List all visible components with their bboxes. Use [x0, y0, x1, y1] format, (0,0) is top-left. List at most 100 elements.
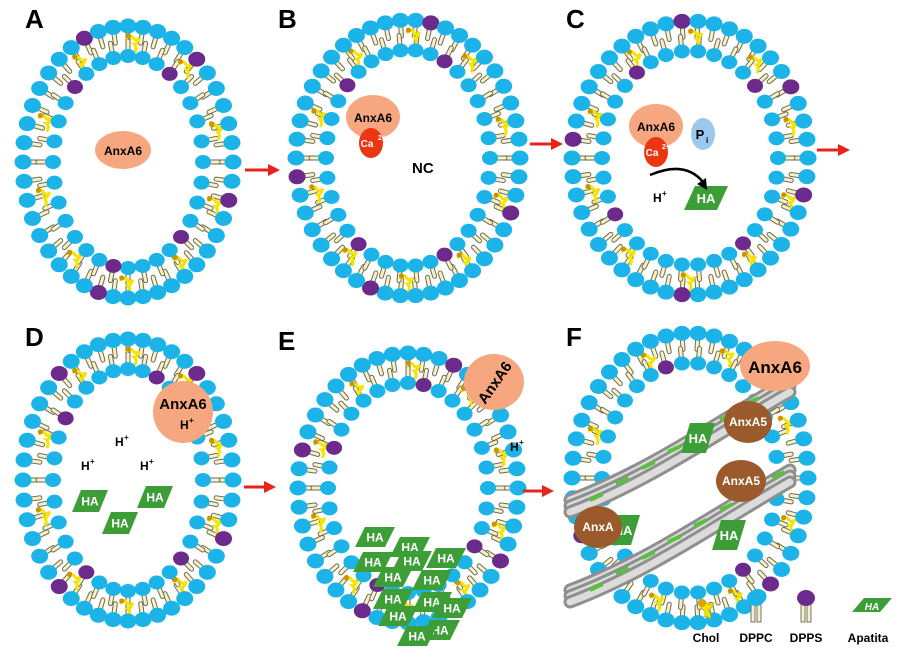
anxa5-protein-f1: AnxA5 — [724, 401, 772, 443]
svg-text:HA: HA — [437, 552, 455, 566]
svg-text:HA: HA — [689, 431, 708, 446]
svg-text:+: + — [124, 433, 129, 442]
phosphate-ion: P i — [691, 118, 715, 150]
svg-text:+: + — [662, 189, 667, 198]
svg-text:HA: HA — [403, 555, 421, 569]
svg-text:HA: HA — [697, 191, 716, 206]
svg-text:HA: HA — [423, 574, 441, 588]
svg-text:+: + — [519, 438, 524, 447]
svg-text:HA: HA — [146, 491, 164, 505]
anxa6-protein-e: AnxA6 — [464, 354, 524, 410]
vesicle-a — [14, 18, 242, 306]
svg-text:H: H — [81, 459, 90, 473]
svg-text:HA: HA — [384, 593, 402, 607]
svg-text:AnxA6: AnxA6 — [354, 111, 392, 125]
panel-label-b: B — [278, 4, 297, 34]
ha-crystal-e10: HA — [432, 598, 472, 618]
arrow-d-to-e — [244, 481, 276, 493]
legend-apatita-label: Apatita — [848, 631, 889, 645]
svg-text:i: i — [706, 136, 708, 145]
svg-text:HA: HA — [366, 531, 384, 545]
svg-text:HA: HA — [423, 596, 441, 610]
svg-text:H: H — [510, 440, 519, 454]
svg-text:AnxA6: AnxA6 — [637, 120, 675, 134]
reaction-arrow — [649, 167, 704, 183]
arrow-a-to-b — [245, 164, 280, 176]
panel-label-d: D — [25, 322, 44, 352]
ha-crystal-e5: HA — [426, 548, 466, 568]
legend-dppc-icon — [747, 590, 765, 623]
svg-text:P: P — [696, 127, 705, 142]
svg-text:HA: HA — [389, 610, 407, 624]
ha-crystal-d2: HA — [137, 486, 173, 508]
ha-crystal-e13: HA — [397, 626, 437, 646]
hydrogen-ion-e: H + — [510, 438, 524, 454]
legend-dpps-label: DPPS — [790, 631, 823, 645]
hydrogen-ion-d1: H + — [115, 433, 129, 449]
svg-text:2+: 2+ — [378, 135, 386, 142]
ha-crystal-f3: HA — [712, 520, 746, 550]
calcium-ion-b: Ca 2+ — [359, 128, 386, 158]
svg-text:+: + — [90, 457, 95, 466]
svg-text:AnxA5: AnxA5 — [729, 415, 767, 429]
svg-text:AnxA5: AnxA5 — [722, 474, 760, 488]
ha-crystal-d1: HA — [72, 490, 108, 512]
svg-text:AnxA6: AnxA6 — [104, 144, 142, 158]
hydrogen-ion-d3: H + — [140, 457, 154, 473]
svg-text:H: H — [653, 191, 662, 205]
anxa6-protein-a: AnxA6 — [95, 131, 151, 169]
svg-text:HA: HA — [720, 528, 739, 543]
legend-dpps-icon — [797, 590, 815, 623]
anxa6-protein-f: AnxA6 — [740, 341, 810, 391]
ha-crystal-e4: HA — [392, 551, 432, 571]
svg-text:HA: HA — [384, 571, 402, 585]
ha-crystal-e7: HA — [412, 570, 452, 590]
ha-crystal-e11: HA — [378, 606, 418, 626]
panel-label-e: E — [278, 326, 295, 356]
ha-crystal-d3: HA — [102, 512, 138, 534]
vesicle-b — [287, 12, 529, 304]
svg-text:+: + — [189, 416, 194, 425]
hydrogen-ion-d2: H + — [81, 457, 95, 473]
svg-text:H: H — [180, 418, 189, 432]
ha-crystal-c: HA — [684, 186, 728, 210]
legend-chol-icon — [697, 599, 715, 620]
hydrogen-ion-c: H + — [653, 189, 667, 205]
ha-crystal-e8: HA — [373, 589, 413, 609]
ha-crystal-e1: HA — [355, 527, 395, 547]
arrow-e-to-f — [523, 485, 554, 497]
ha-crystal-f1: HA — [681, 423, 715, 453]
legend-chol-label: Chol — [693, 631, 720, 645]
svg-text:+: + — [149, 457, 154, 466]
legend: Chol DPPC DPPS HA Apatita — [693, 590, 892, 645]
ha-crystal-e6: HA — [373, 567, 413, 587]
svg-text:AnxA6: AnxA6 — [748, 358, 802, 377]
svg-text:HA: HA — [408, 630, 426, 644]
svg-text:H: H — [140, 459, 149, 473]
svg-text:HA: HA — [443, 602, 461, 616]
legend-apatita-icon: HA — [852, 598, 892, 613]
svg-text:Ca: Ca — [361, 139, 374, 150]
nc-label: NC — [412, 160, 434, 177]
anxa6-protein-d: AnxA6 H + — [153, 381, 213, 443]
svg-text:HA: HA — [364, 556, 382, 570]
svg-text:AnxA6: AnxA6 — [159, 396, 207, 413]
legend-dppc-label: DPPC — [739, 631, 773, 645]
anxa5-protein-f2: AnxA5 — [716, 460, 766, 502]
vesicle-c — [563, 13, 817, 303]
cholesterol-cluster — [309, 27, 511, 293]
arrow-c-to-d — [817, 144, 850, 156]
anxa6-protein-b: AnxA6 — [346, 95, 400, 139]
panel-label-a: A — [25, 4, 44, 34]
svg-text:2+: 2+ — [662, 144, 670, 151]
cholesterol-cluster — [585, 28, 799, 292]
arrow-b-to-c — [530, 138, 563, 150]
anxa6-protein-c: AnxA6 — [629, 104, 683, 148]
vesicle-d — [14, 331, 242, 629]
svg-text:HA: HA — [111, 517, 129, 531]
svg-text:HA: HA — [865, 602, 879, 613]
svg-text:AnxA: AnxA — [582, 520, 614, 534]
svg-text:H: H — [115, 435, 124, 449]
